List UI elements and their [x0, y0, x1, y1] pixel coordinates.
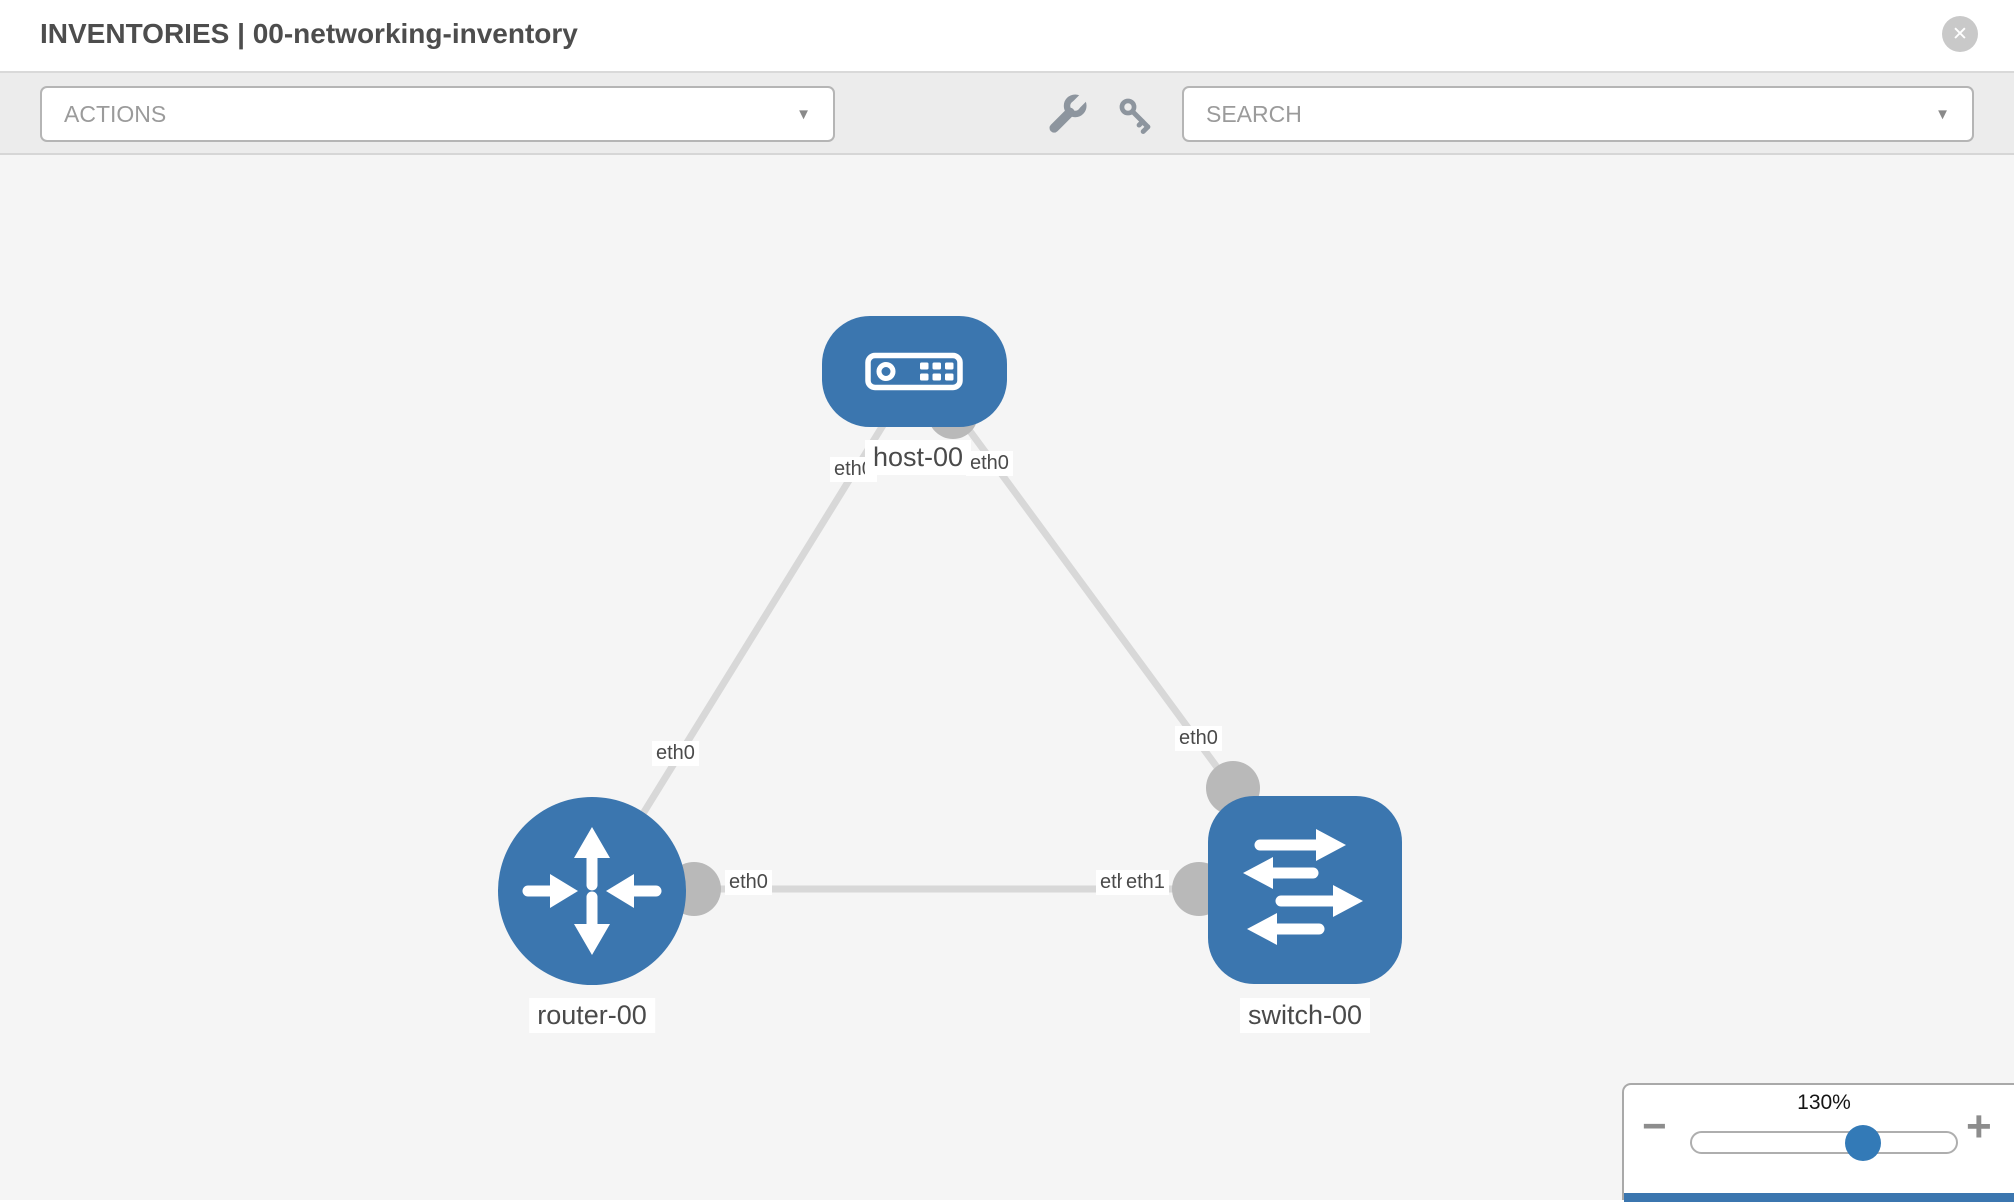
zoom-in-button[interactable]: +: [1966, 1102, 1992, 1151]
host-icon: [865, 352, 963, 391]
topology-svg: [498, 316, 1402, 985]
wrench-head: [1063, 94, 1087, 118]
chevron-down-icon: ▼: [796, 105, 811, 123]
page-title: INVENTORIES | 00-networking-inventory: [40, 18, 578, 49]
node-router-shape: [498, 797, 686, 985]
wrench-handle: [1049, 107, 1075, 133]
node-label-router: router-00: [529, 998, 655, 1034]
node-switch-shape: [1208, 796, 1402, 984]
node-host-shape: [822, 316, 1007, 427]
switch-icon: [1243, 829, 1363, 945]
key-bow: [1119, 98, 1137, 116]
iface-label-router-link: eth0: [725, 870, 772, 895]
chevron-down-icon: ▼: [1935, 105, 1950, 123]
node-router[interactable]: [498, 797, 686, 985]
close-button[interactable]: ✕: [1942, 16, 1978, 52]
iface-label-router-uplink: eth0: [652, 741, 699, 766]
node-host[interactable]: [822, 316, 1007, 427]
close-icon: ✕: [1952, 23, 1968, 45]
key-tooth-1: [1140, 124, 1151, 134]
key-tooth-2: [1136, 119, 1146, 128]
node-label-host: host-00: [864, 440, 972, 476]
zoom-value: 130%: [1797, 1091, 1851, 1114]
actions-dropdown-label: ACTIONS: [64, 100, 167, 127]
topology-canvas[interactable]: eth0 eth0 eth0 eth0 eth0 eth0 eth1 host-…: [0, 155, 2014, 1200]
zoom-out-button[interactable]: −: [1642, 1102, 1667, 1149]
toolbar: ACTIONS ▼ SEARCH ▼: [0, 73, 2014, 155]
header-bar: INVENTORIES | 00-networking-inventory ✕: [0, 0, 2014, 73]
search-dropdown-label: SEARCH: [1206, 100, 1302, 127]
wrench-jaw-gap: [1071, 93, 1088, 110]
key-shaft: [1130, 109, 1151, 130]
link-host-router: [612, 412, 893, 861]
actions-dropdown[interactable]: ACTIONS ▼: [40, 86, 835, 142]
iface-label-switch-uplink: eth0: [1175, 726, 1222, 751]
node-switch[interactable]: [1208, 796, 1402, 984]
zoom-panel-accent-bar: [1624, 1193, 2014, 1202]
key-icon[interactable]: [1114, 93, 1156, 135]
zoom-panel: 130% − +: [1622, 1083, 2014, 1202]
iface-label-switch-link-front: eth1: [1122, 870, 1169, 895]
node-label-switch: switch-00: [1239, 998, 1371, 1034]
router-icon: [522, 827, 662, 955]
zoom-slider-thumb[interactable]: [1845, 1125, 1881, 1161]
zoom-slider-track[interactable]: [1690, 1131, 1958, 1154]
wrench-icon[interactable]: [1046, 93, 1088, 135]
iface-label-host-right: eth0: [966, 451, 1013, 476]
search-dropdown[interactable]: SEARCH ▼: [1182, 86, 1974, 142]
